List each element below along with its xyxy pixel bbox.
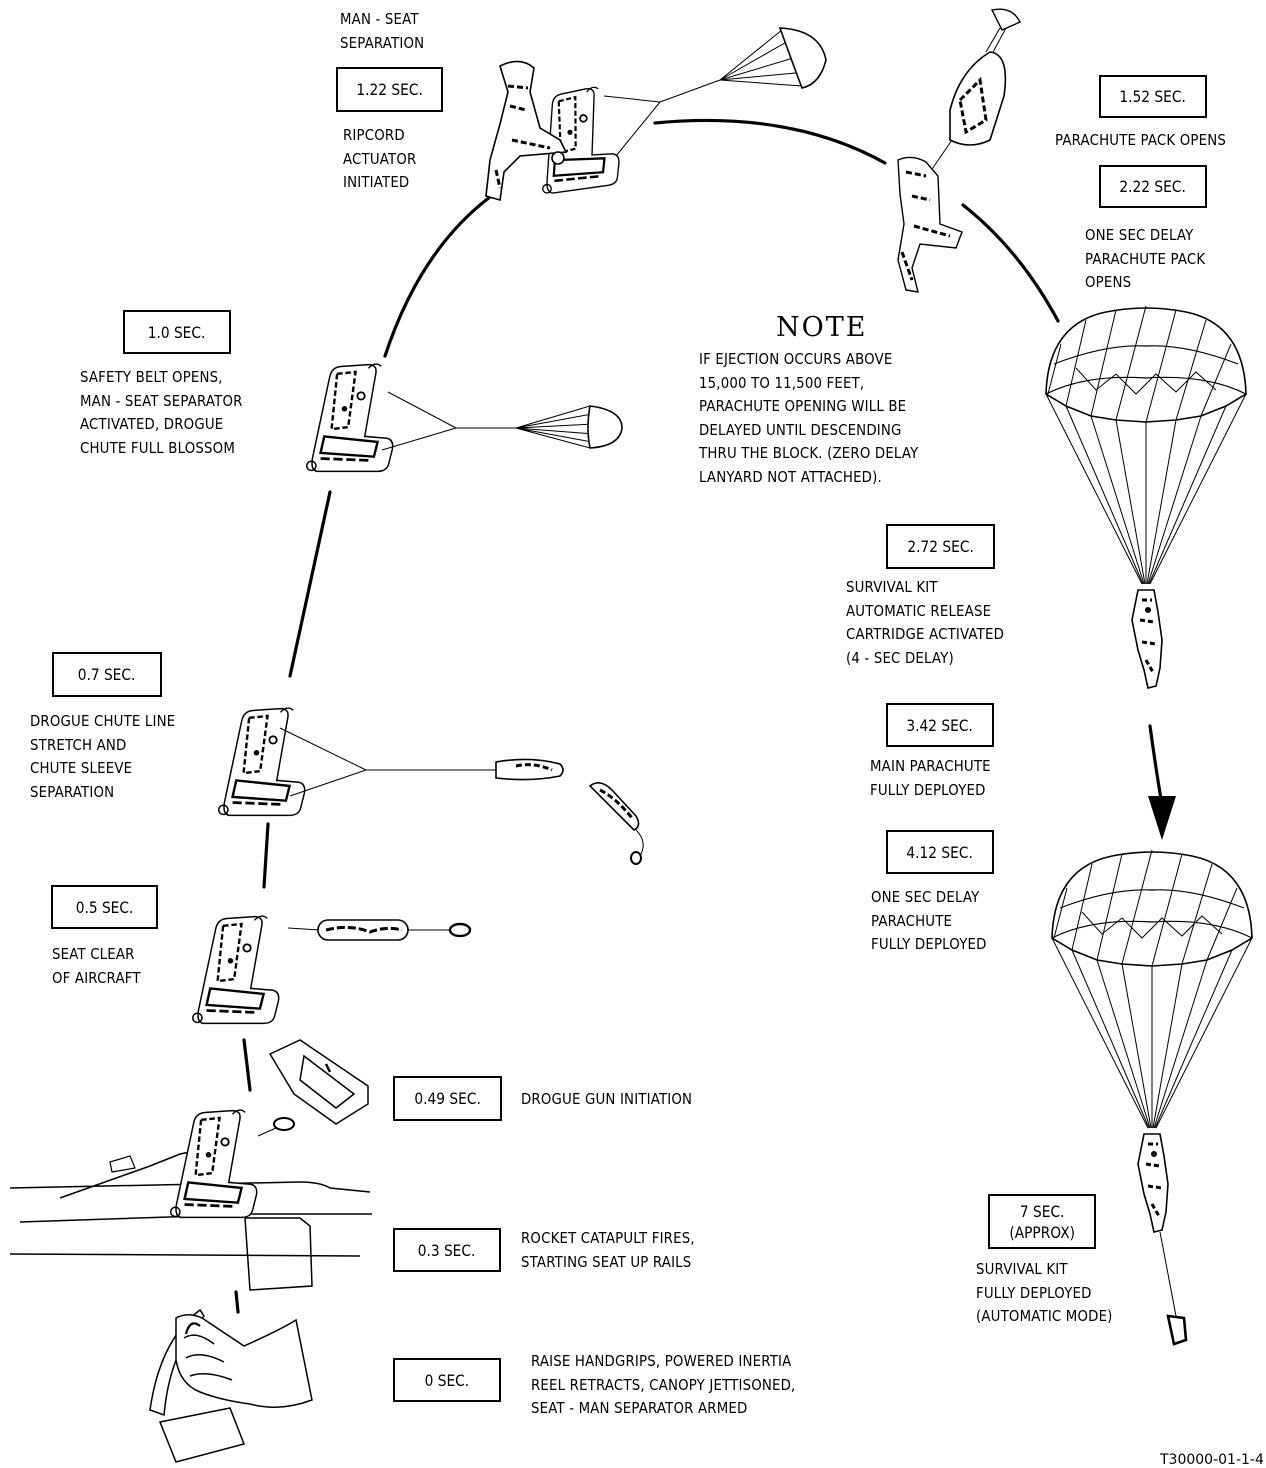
arrow-down-icon [1148,796,1176,840]
time-box-0-5: 0.5 SEC. [51,885,158,929]
handgrip-hand [150,1310,312,1462]
time-box-0: 0 SEC. [393,1358,501,1402]
seat-0-7 [219,708,305,815]
desc-1-0: SAFETY BELT OPENS, MAN - SEAT SEPARATOR … [80,366,243,460]
main-parachute-7 [1052,850,1252,1128]
time-box-3-42: 3.42 SEC. [886,703,994,747]
main-parachute-2-72 [1046,306,1246,584]
desc-0-49: DROGUE GUN INITIATION [521,1088,692,1112]
desc-0-3: ROCKET CATAPULT FIRES, STARTING SEAT UP … [521,1227,695,1274]
time-box-0-7: 0.7 SEC. [52,652,162,697]
desc-1-52: PARACHUTE PACK OPENS [1055,129,1226,153]
time-box-2-22: 2.22 SEC. [1099,165,1207,208]
time-box-4-12: 4.12 SEC. [886,830,994,874]
time-box-1-52: 1.52 SEC. [1099,75,1207,118]
desc-7: SURVIVAL KIT FULLY DEPLOYED (AUTOMATIC M… [976,1258,1113,1329]
document-id: T30000-01-1-4 [1160,1452,1264,1468]
desc-4-12: ONE SEC DELAY PARACHUTE FULLY DEPLOYED [871,886,987,957]
crewman-2-72 [1132,590,1162,688]
time-box-2-72: 2.72 SEC. [886,524,995,569]
desc-1-22: RIPCORD ACTUATOR INITIATED [343,124,416,195]
time-box-7: 7 SEC. (APPROX) [988,1194,1096,1249]
time-box-1-0: 1.0 SEC. [123,310,231,354]
time-box-0-49: 0.49 SEC. [393,1076,502,1121]
note-title: NOTE [776,312,867,343]
time-box-0-3: 0.3 SEC. [393,1228,501,1272]
survival-kit [1160,1232,1186,1344]
desc-2-72: SURVIVAL KIT AUTOMATIC RELEASE CARTRIDGE… [846,576,1004,670]
crewman-7 [1138,1134,1168,1232]
desc-3-42: MAIN PARACHUTE FULLY DEPLOYED [870,755,991,802]
desc-0: RAISE HANDGRIPS, POWERED INERTIA REEL RE… [531,1350,795,1421]
desc-2-22: ONE SEC DELAY PARACHUTE PACK OPENS [1085,224,1205,295]
time-box-1-22: 1.22 SEC. [336,67,443,112]
trajectory-path [236,120,1162,1312]
note-text: IF EJECTION OCCURS ABOVE 15,000 TO 11,50… [699,348,918,489]
seat-0-5 [193,916,279,1023]
desc-0-5: SEAT CLEAR OF AIRCRAFT [52,943,141,990]
desc-0-7: DROGUE CHUTE LINE STRETCH AND CHUTE SLEE… [30,710,175,804]
seat-0-49 [171,1110,257,1217]
seat-1-0 [307,364,393,471]
heading-man-seat-separation: MAN - SEAT SEPARATION [340,8,424,55]
